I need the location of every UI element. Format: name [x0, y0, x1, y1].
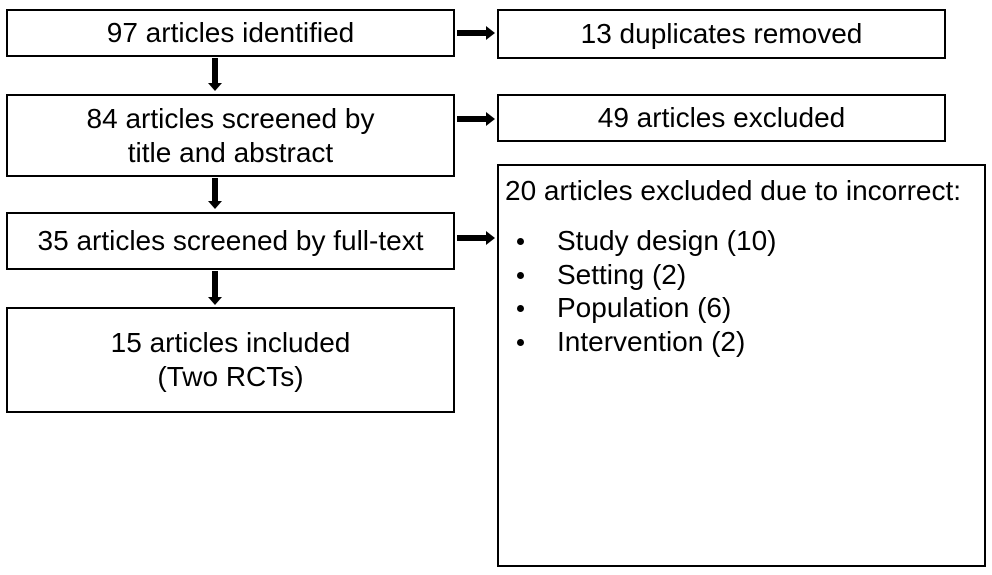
identified-text: 97 articles identified: [106, 17, 355, 48]
arrow-screened-to-fulltext: [208, 178, 222, 209]
screened-text-line2: title and abstract: [127, 136, 334, 168]
exclusion-reasons-box: 20 articles excluded due to incorrect: S…: [497, 164, 986, 567]
arrow-fulltext-to-included: [208, 271, 222, 305]
identified-box: 97 articles identified: [6, 9, 455, 57]
duplicates-text: 13 duplicates removed: [580, 18, 863, 49]
reason-item: Population (6): [499, 291, 776, 325]
arrow-to-reasons: [457, 231, 495, 245]
fulltext-box: 35 articles screened by full-text: [6, 212, 455, 270]
reason-item: Study design (10): [499, 224, 776, 258]
exclusion-reasons-title: 20 articles excluded due to incorrect:: [505, 175, 962, 206]
arrow-to-duplicates: [457, 26, 495, 40]
included-text-line2: (Two RCTs): [157, 361, 304, 392]
reason-item: Setting (2): [499, 258, 776, 292]
arrow-to-excluded: [457, 112, 495, 126]
screened-text-line1: 84 articles screened by: [86, 102, 375, 134]
excluded-box: 49 articles excluded: [497, 94, 946, 142]
exclusion-reasons-list: Study design (10) Setting (2) Population…: [499, 224, 776, 358]
screened-box: 84 articles screened by title and abstra…: [6, 94, 455, 177]
included-box: 15 articles included (Two RCTs): [6, 307, 455, 413]
fulltext-text: 35 articles screened by full-text: [37, 225, 424, 256]
arrow-identified-to-screened: [208, 58, 222, 91]
duplicates-box: 13 duplicates removed: [497, 9, 946, 59]
reason-item: Intervention (2): [499, 325, 776, 359]
included-text-line1: 15 articles included: [110, 327, 351, 358]
excluded-text: 49 articles excluded: [597, 102, 846, 133]
